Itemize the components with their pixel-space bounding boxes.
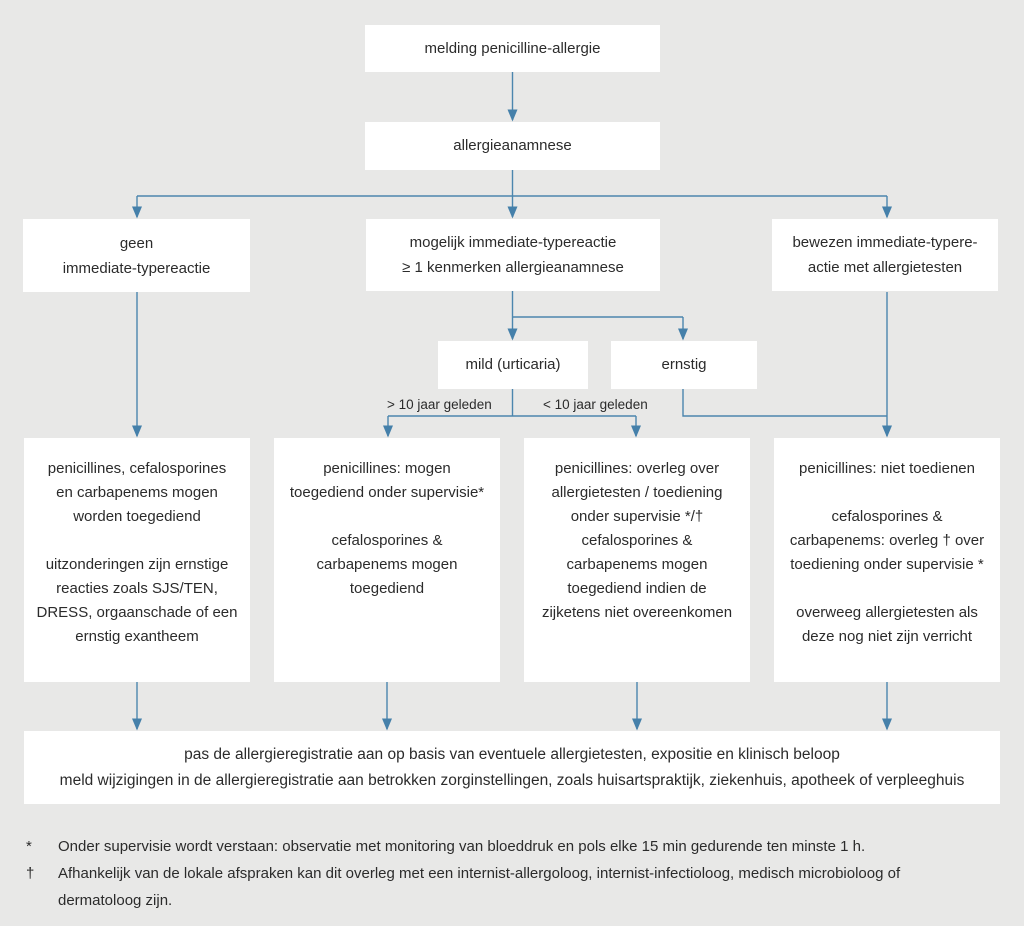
node-outcome-mild-within-10-years: penicillines: overleg over allergieteste… (524, 438, 750, 682)
edge-ernstig-to-right (682, 389, 887, 417)
node-geen-immediate-typereactie: geen immediate-typereactie (23, 219, 250, 292)
node-outcome-no-immediate-reaction: penicillines, cefalosporines en carbapen… (24, 438, 250, 682)
footnote-dagger-marker: † (26, 865, 35, 882)
node-outcome-mild-older-10-years: penicillines: mogen toegediend onder sup… (274, 438, 500, 682)
edge-anamnese-split (137, 170, 887, 197)
node-ernstig: ernstig (611, 341, 757, 389)
node-mogelijk-immediate-typereactie: mogelijk immediate-typereactie ≥ 1 kenme… (366, 219, 660, 291)
node-outcome-proven-reaction: penicillines: niet toedienen cefalospori… (774, 438, 1000, 682)
edge-label-older-than-10-years: > 10 jaar geleden (387, 397, 492, 412)
node-allergieregistratie-footer: pas de allergieregistratie aan op basis … (24, 731, 1000, 804)
footnote-asterisk-text: Onder supervisie wordt verstaan: observa… (58, 838, 866, 855)
footnote-dagger: † Afhankelijk van de lokale afspraken ka… (26, 860, 998, 914)
node-melding-penicilline-allergie: melding penicilline-allergie (365, 25, 660, 72)
node-mild-urticaria: mild (urticaria) (438, 341, 588, 389)
footnotes: * Onder supervisie wordt verstaan: obser… (26, 833, 998, 914)
node-allergieanamnese: allergieanamnese (365, 122, 660, 170)
node-bewezen-immediate-typereactie: bewezen immediate-typere- actie met alle… (772, 219, 998, 291)
footnote-dagger-text: Afhankelijk van de lokale afspraken kan … (58, 865, 901, 909)
footnote-asterisk-marker: * (26, 838, 32, 855)
edge-label-younger-than-10-years: < 10 jaar geleden (543, 397, 648, 412)
edge-mogelijk-split (511, 291, 683, 318)
footnote-asterisk: * Onder supervisie wordt verstaan: obser… (26, 833, 998, 860)
